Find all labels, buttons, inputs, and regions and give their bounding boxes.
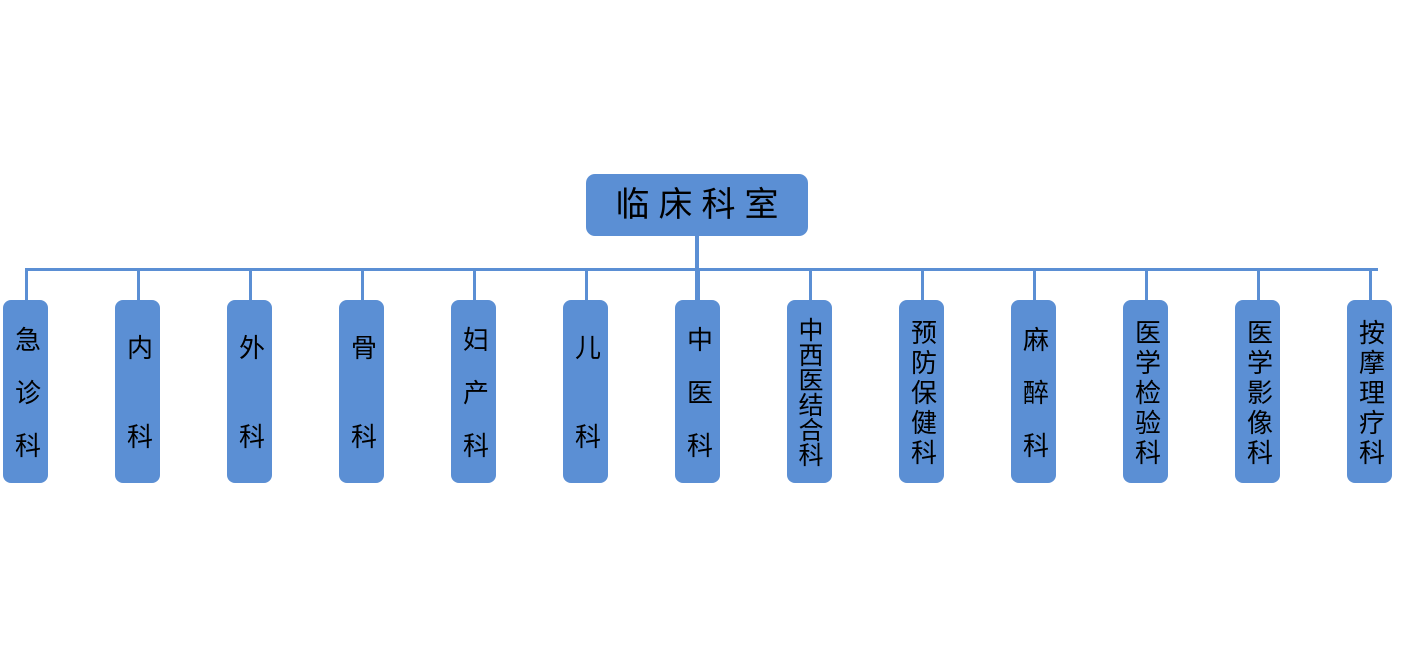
root-node-label: 临床科室 bbox=[615, 185, 788, 225]
branch-connector bbox=[1145, 270, 1148, 300]
department-node-5[interactable]: 妇产科 bbox=[451, 300, 496, 483]
department-node-label: 外科 bbox=[234, 334, 265, 483]
department-node-2[interactable]: 内科 bbox=[115, 300, 160, 483]
department-node-label: 急诊科 bbox=[10, 325, 41, 484]
department-node-label: 按摩理疗科 bbox=[1354, 318, 1385, 469]
branch-connector bbox=[25, 268, 28, 300]
department-node-1[interactable]: 急诊科 bbox=[3, 300, 48, 483]
department-node-12[interactable]: 医学影像科 bbox=[1235, 300, 1280, 483]
department-node-8[interactable]: 中西医结合科 bbox=[787, 300, 832, 483]
branch-connector bbox=[1369, 268, 1372, 300]
department-node-label: 骨科 bbox=[346, 334, 377, 483]
branch-connector bbox=[137, 270, 140, 300]
department-node-7[interactable]: 中医科 bbox=[675, 300, 720, 483]
department-node-label: 预防保健科 bbox=[906, 318, 937, 469]
department-node-label: 医学检验科 bbox=[1130, 318, 1161, 469]
department-node-label: 中西医结合科 bbox=[795, 316, 824, 467]
root-node-clinical-departments[interactable]: 临床科室 bbox=[586, 174, 808, 236]
department-node-label: 儿科 bbox=[570, 334, 601, 483]
department-node-label: 妇产科 bbox=[458, 325, 489, 484]
branch-connector bbox=[361, 270, 364, 300]
branch-connector bbox=[921, 270, 924, 300]
branch-connector bbox=[249, 270, 252, 300]
branch-connector bbox=[1257, 270, 1260, 300]
department-node-11[interactable]: 医学检验科 bbox=[1123, 300, 1168, 483]
department-node-label: 麻醉科 bbox=[1018, 325, 1049, 484]
department-node-10[interactable]: 麻醉科 bbox=[1011, 300, 1056, 483]
branch-connector bbox=[697, 270, 700, 300]
department-node-9[interactable]: 预防保健科 bbox=[899, 300, 944, 483]
branch-connector bbox=[809, 270, 812, 300]
department-node-4[interactable]: 骨科 bbox=[339, 300, 384, 483]
branch-connector bbox=[1033, 270, 1036, 300]
department-node-label: 医学影像科 bbox=[1242, 318, 1273, 469]
department-node-label: 中医科 bbox=[682, 325, 713, 484]
department-node-label: 内科 bbox=[122, 334, 153, 483]
horizontal-bus-connector bbox=[25, 268, 1378, 271]
branch-connector bbox=[585, 270, 588, 300]
department-node-3[interactable]: 外科 bbox=[227, 300, 272, 483]
department-node-6[interactable]: 儿科 bbox=[563, 300, 608, 483]
department-node-13[interactable]: 按摩理疗科 bbox=[1347, 300, 1392, 483]
branch-connector bbox=[473, 270, 476, 300]
